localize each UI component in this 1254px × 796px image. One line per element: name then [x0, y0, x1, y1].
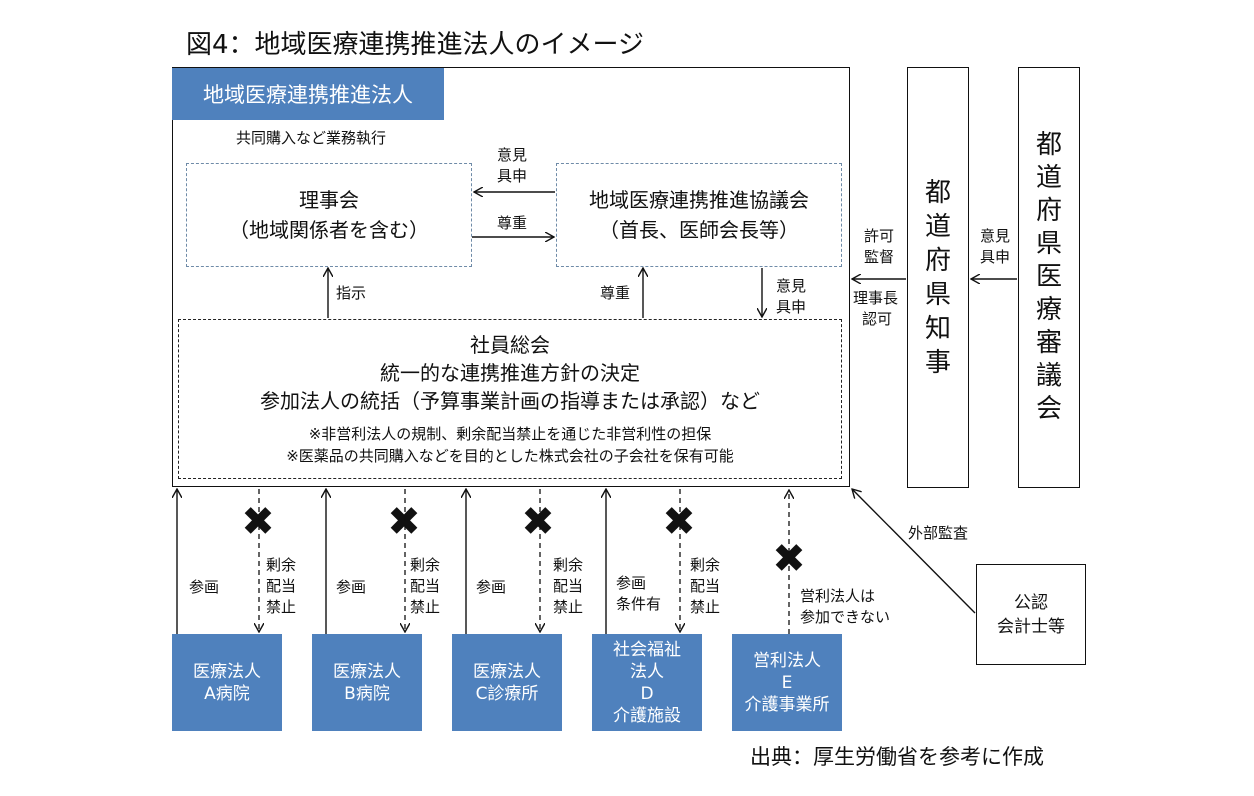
- corporation-header: 地域医療連携推進法人: [172, 68, 444, 120]
- prohibited-cross-icon-a: ✖: [241, 499, 275, 545]
- arrow-external-audit: [852, 489, 976, 614]
- dividend-ban-label-c: 剰余配当禁止: [553, 556, 584, 616]
- chair-approval-label: 理事長認可: [853, 289, 899, 328]
- participation-label-d: 参画条件有: [616, 574, 662, 613]
- assembly-line-1: 統一的な連携推進方針の決定: [380, 361, 640, 385]
- council-label: 地域医療連携推進協議会: [589, 188, 809, 212]
- assembly-line-2: 参加法人の統括（予算事業計画の指導または承認）など: [260, 389, 760, 413]
- prohibited-cross-icon-b: ✖: [387, 499, 421, 545]
- external-audit-label: 外部監査: [908, 524, 969, 542]
- council-sublabel: （首長、医師会長等）: [599, 218, 799, 242]
- instruct-label: 指示: [336, 284, 367, 302]
- opinion-label-low: 意見具申: [776, 277, 807, 316]
- diagram-title: 図4：地域医療連携推進法人のイメージ: [186, 30, 645, 60]
- opinion-label-top: 意見具申: [497, 146, 528, 185]
- board-label: 理事会: [299, 188, 359, 212]
- corporation-frame: [172, 67, 850, 487]
- source-note: 出典：厚生労働省を参考に作成: [750, 745, 1044, 769]
- respect-label-mid: 尊重: [497, 214, 528, 232]
- assembly-note-1: ※非営利法人の規制、剰余配当禁止を通じた非営利性の担保: [308, 425, 712, 443]
- assembly-title: 社員総会: [470, 333, 550, 357]
- board-sublabel: （地域関係者を含む）: [229, 218, 429, 242]
- prohibited-cross-icon-c: ✖: [521, 499, 555, 545]
- accountant-box: 公認会計士等: [976, 564, 1086, 665]
- dividend-ban-label-a: 剰余配当禁止: [266, 556, 297, 616]
- general-assembly-box: 社員総会 統一的な連携推進方針の決定 参加法人の統括（予算事業計画の指導または承…: [178, 319, 842, 479]
- prohibited-cross-icon-d: ✖: [662, 499, 696, 545]
- participation-label-a: 参画: [189, 578, 220, 596]
- respect-label-low: 尊重: [600, 284, 631, 302]
- assembly-note-2: ※医薬品の共同購入などを目的とした株式会社の子会社を保有可能: [286, 447, 734, 465]
- board-box: 理事会 （地域関係者を含む）: [186, 163, 472, 267]
- opinion-label-right: 意見具申: [980, 227, 1011, 266]
- governor-box: 都道 府県 知事: [907, 67, 969, 488]
- council-box: 地域医療連携推進協議会 （首長、医師会長等）: [556, 163, 842, 267]
- participation-label-b: 参画: [336, 578, 367, 596]
- dividend-ban-label-d: 剰余配当禁止: [690, 556, 721, 616]
- permit-label: 許可監督: [864, 227, 895, 266]
- participation-label-c: 参画: [476, 578, 507, 596]
- dividend-ban-label-b: 剰余配当禁止: [410, 556, 441, 616]
- forprofit-note: 営利法人は参加できない: [800, 587, 891, 626]
- medical-council-box: 都道 府県 医療 審議 会: [1018, 67, 1080, 488]
- business-note: 共同購入など業務執行: [236, 129, 387, 147]
